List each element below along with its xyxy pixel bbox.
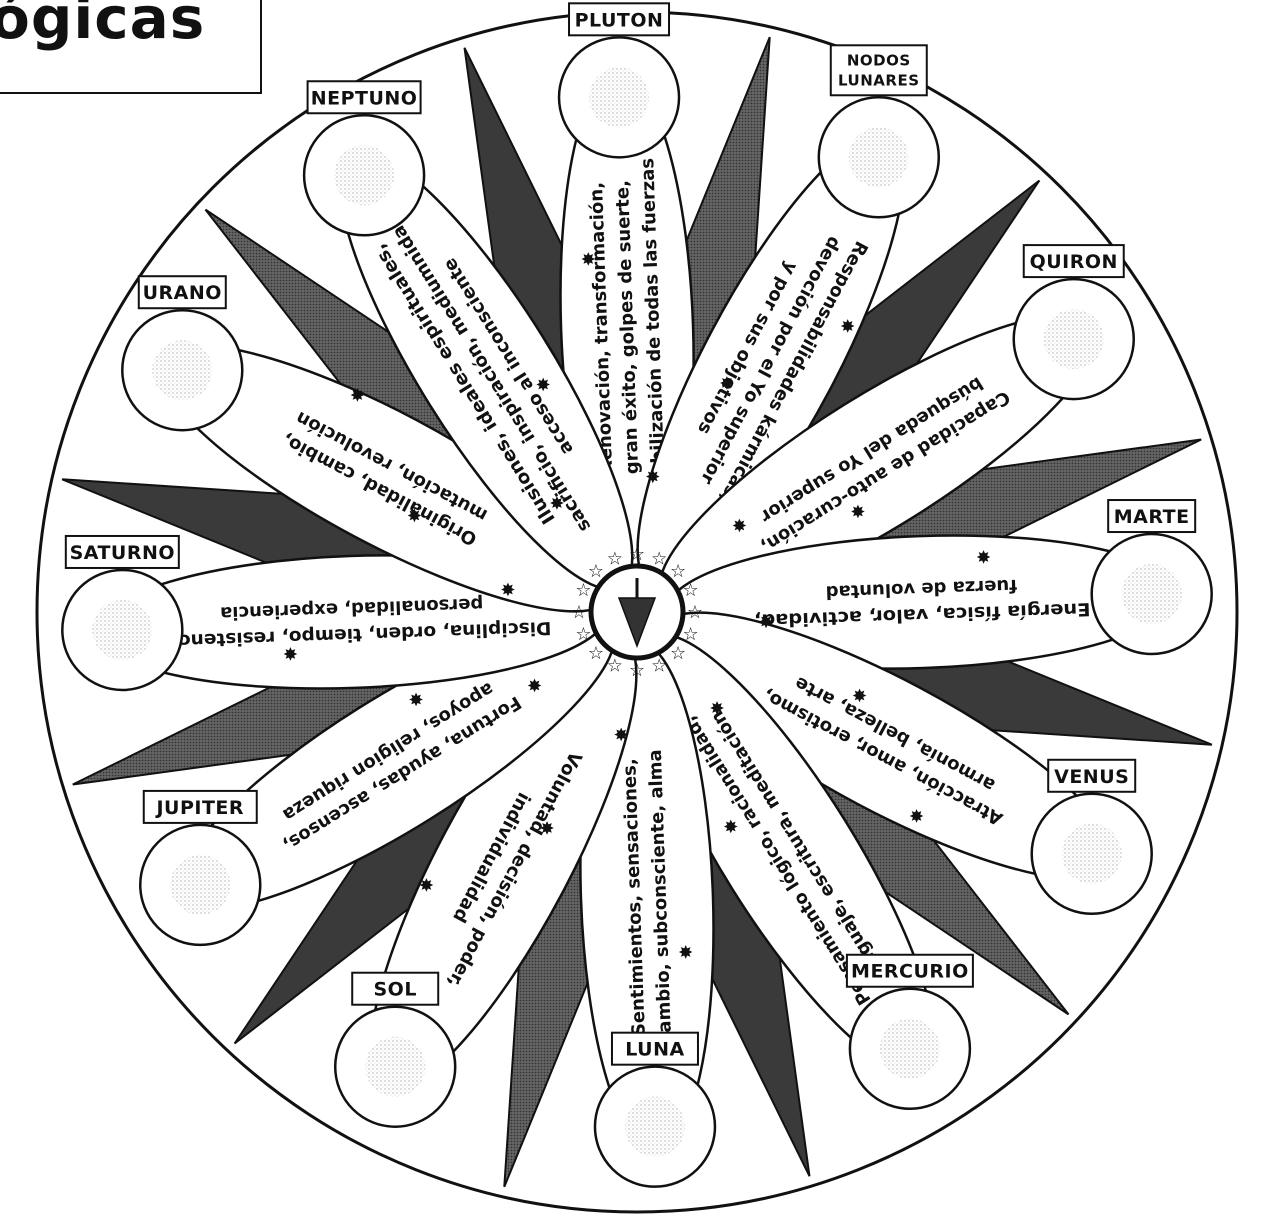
sparkle-icon: ✸ xyxy=(614,725,629,746)
planet-label: URANO xyxy=(143,282,222,304)
star-ring-icon: ☆ xyxy=(683,580,699,601)
sparkle-icon: ✸ xyxy=(758,612,773,633)
star-ring-icon: ☆ xyxy=(687,602,703,623)
sparkle-icon: ✸ xyxy=(581,249,596,270)
star-ring-icon: ☆ xyxy=(651,548,667,569)
planet-image xyxy=(365,1037,425,1097)
planet-quiron: QUIRON xyxy=(1014,245,1134,399)
sparkle-icon: ✸ xyxy=(536,375,551,396)
planet-pluton: PLUTON xyxy=(559,3,679,157)
star-ring-icon: ☆ xyxy=(575,624,591,645)
sparkle-icon: ✸ xyxy=(527,676,542,697)
sparkle-icon: ✸ xyxy=(549,494,564,515)
planet-image xyxy=(92,600,152,660)
planet-image xyxy=(880,1019,940,1079)
sparkle-icon: ✸ xyxy=(540,819,555,840)
planet-label: VENUS xyxy=(1054,766,1129,788)
planet-label: NODOS xyxy=(847,51,911,69)
planet-sol: SOL xyxy=(335,973,455,1127)
star-ring-icon: ☆ xyxy=(607,548,623,569)
star-ring-icon: ☆ xyxy=(670,643,686,664)
planet-label: SOL xyxy=(373,979,416,1001)
star-ring-icon: ☆ xyxy=(588,643,604,664)
center-hub: ☆☆☆☆☆☆☆☆☆☆☆☆☆☆☆☆ xyxy=(571,544,703,681)
planet-jupiter: JUPITER xyxy=(140,791,260,945)
planet-image xyxy=(1122,564,1182,624)
planet-neptuno: NEPTUNO xyxy=(304,81,424,235)
planet-label: LUNA xyxy=(625,1039,684,1061)
sparkle-icon: ✸ xyxy=(419,876,434,897)
sparkle-icon: ✸ xyxy=(709,698,724,719)
planet-nodos: NODOS LUNARES xyxy=(819,45,939,217)
planet-label: SATURNO xyxy=(70,542,176,564)
planet-label: QUIRON xyxy=(1030,251,1118,273)
planet-mercurio: MERCURIO xyxy=(847,955,973,1109)
sparkle-icon: ✸ xyxy=(840,316,855,337)
sparkle-icon: ✸ xyxy=(732,516,747,537)
planet-label: MARTE xyxy=(1114,506,1190,528)
planet-image xyxy=(589,67,649,127)
sparkle-icon: ✸ xyxy=(909,807,924,828)
planet-label: JUPITER xyxy=(154,797,244,819)
planet-image xyxy=(170,855,230,915)
sparkle-icon: ✸ xyxy=(723,817,738,838)
star-ring-icon: ☆ xyxy=(575,580,591,601)
planet-saturno: SATURNO xyxy=(62,536,182,690)
star-ring-icon: ☆ xyxy=(629,660,645,681)
sparkle-icon: ✸ xyxy=(852,686,867,707)
planet-label: PLUTON xyxy=(575,9,664,31)
planet-urano: URANO xyxy=(122,276,242,430)
star-ring-icon: ☆ xyxy=(607,656,623,677)
planet-image xyxy=(152,340,212,400)
planet-label: NEPTUNO xyxy=(311,87,418,109)
sparkle-icon: ✸ xyxy=(283,645,298,666)
sparkle-icon: ✸ xyxy=(350,385,365,406)
planet-label: LUNARES xyxy=(838,71,919,89)
sparkle-icon: ✸ xyxy=(645,467,660,488)
planet-image xyxy=(849,127,909,187)
sparkle-icon: ✸ xyxy=(850,502,865,523)
planet-image xyxy=(1044,309,1104,369)
planet-image xyxy=(334,145,394,205)
planet-luna: LUNA xyxy=(595,1033,715,1187)
planet-marte: MARTE xyxy=(1092,500,1212,654)
planet-venus: VENUS xyxy=(1032,760,1152,914)
sparkle-icon: ✸ xyxy=(500,580,515,601)
planet-image xyxy=(1062,824,1122,884)
star-ring-icon: ☆ xyxy=(571,602,587,623)
planet-image xyxy=(625,1097,685,1157)
sparkle-icon: ✸ xyxy=(976,547,991,568)
sparkle-icon: ✸ xyxy=(409,690,424,711)
sparkle-icon: ✸ xyxy=(678,943,693,964)
star-ring-icon: ☆ xyxy=(651,656,667,677)
star-ring-icon: ☆ xyxy=(629,544,645,565)
planet-label: MERCURIO xyxy=(851,961,969,983)
sparkle-icon: ✸ xyxy=(719,373,734,394)
sparkle-icon: ✸ xyxy=(407,506,422,527)
